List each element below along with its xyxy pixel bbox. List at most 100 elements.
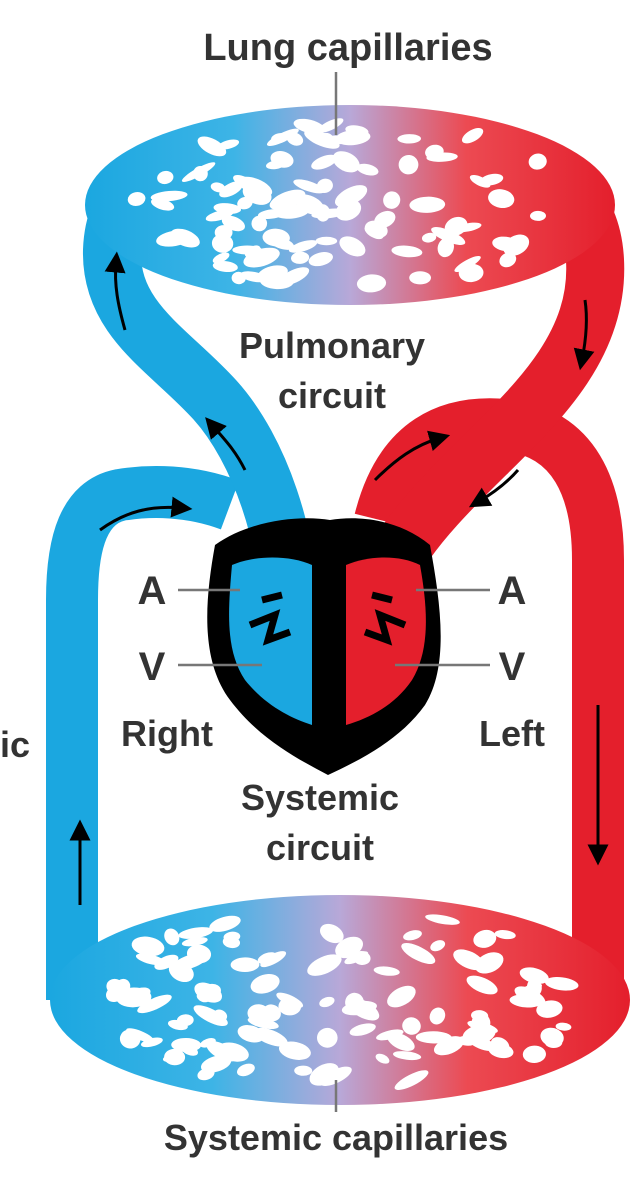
systemic-capillaries-label: Systemic capillaries bbox=[164, 1117, 508, 1158]
capillary-gap bbox=[127, 192, 146, 206]
right-valve bbox=[248, 591, 292, 646]
capillary-gap bbox=[391, 245, 423, 258]
capillary-gap bbox=[186, 944, 212, 964]
capillary-gap bbox=[415, 1031, 452, 1044]
capillary-gap bbox=[402, 1017, 421, 1035]
capillary-gap bbox=[528, 153, 547, 170]
capillary-gap bbox=[315, 236, 338, 246]
capillary-gap bbox=[334, 185, 368, 207]
septum bbox=[312, 520, 346, 760]
systemic-circuit-label-line2: circuit bbox=[266, 827, 374, 868]
capillary-gap bbox=[170, 963, 186, 975]
right-atrium-label: A bbox=[138, 569, 167, 613]
capillary-gap bbox=[288, 240, 318, 253]
capillary-gap bbox=[286, 132, 304, 146]
capillary-gap bbox=[394, 1070, 429, 1090]
pulmonary-circuit-label-line2: circuit bbox=[278, 375, 386, 416]
capillary-gap bbox=[293, 118, 326, 134]
capillary-gap bbox=[137, 994, 172, 1014]
capillary-gap bbox=[157, 170, 174, 185]
capillary-gap bbox=[374, 210, 396, 228]
capillary-gap bbox=[454, 255, 481, 273]
capillary-gap bbox=[262, 228, 290, 247]
capillary-gap bbox=[349, 1023, 376, 1036]
capillary-gap bbox=[522, 1045, 546, 1064]
capillary-gap bbox=[383, 191, 401, 209]
capillary-gap bbox=[387, 1032, 415, 1052]
capillary-gap bbox=[392, 1051, 422, 1061]
capillary-gap bbox=[519, 983, 542, 994]
capillary-gap bbox=[403, 930, 422, 941]
capillary-gap bbox=[260, 951, 287, 968]
capillary-gap bbox=[462, 1024, 496, 1045]
capillary-gap bbox=[335, 936, 364, 959]
capillary-gap bbox=[200, 1055, 232, 1073]
capillary-gap bbox=[473, 929, 497, 948]
leader-lines bbox=[178, 72, 490, 1112]
capillary-gap bbox=[135, 953, 166, 966]
capillary-gap bbox=[251, 215, 268, 232]
capillary-gap bbox=[488, 189, 515, 209]
pulmonary-circuit-label-line1: Pulmonary bbox=[239, 325, 425, 366]
capillary-gap bbox=[398, 154, 419, 175]
capillary-gap bbox=[167, 1019, 188, 1031]
capillary-gap bbox=[260, 273, 294, 290]
systemic-vein-vessel bbox=[46, 466, 240, 1000]
capillary-gap bbox=[356, 163, 379, 176]
capillary-gap bbox=[356, 274, 387, 293]
capillary-gap bbox=[156, 230, 193, 247]
capillary-gap bbox=[319, 923, 344, 944]
capillary-gap bbox=[519, 967, 549, 984]
capillary-gap bbox=[490, 1037, 510, 1053]
capillary-gap bbox=[291, 251, 310, 264]
capillary-gap bbox=[247, 1016, 279, 1030]
left-side-label: Left bbox=[479, 713, 545, 754]
capillary-gap bbox=[387, 985, 416, 1008]
capillary-gap bbox=[219, 181, 244, 198]
capillary-gap bbox=[555, 1022, 572, 1031]
capillary-gap bbox=[304, 129, 340, 149]
arrow-systemic-return bbox=[99, 496, 193, 532]
capillary-gap bbox=[205, 209, 234, 222]
capillary-gap bbox=[315, 204, 331, 222]
capillary-gap bbox=[461, 128, 484, 144]
capillary-gap bbox=[317, 1027, 338, 1048]
capillary-gap bbox=[353, 951, 371, 965]
arrow-systemic-out bbox=[373, 430, 451, 482]
capillary-gap bbox=[418, 199, 435, 208]
capillary-gap bbox=[181, 162, 216, 182]
capillary-gap bbox=[409, 271, 431, 285]
capillary-gap bbox=[211, 233, 234, 253]
capillary-gap bbox=[262, 1004, 281, 1022]
capillary-gap bbox=[308, 252, 333, 267]
capillary-gap bbox=[319, 996, 335, 1008]
left-valve bbox=[363, 591, 407, 646]
capillary-gap bbox=[194, 982, 223, 1003]
systemic-circuit-label-line1: Systemic bbox=[241, 777, 399, 818]
capillary-gap bbox=[151, 198, 175, 211]
capillary-gap bbox=[116, 987, 152, 1008]
capillary-gap bbox=[171, 1037, 202, 1053]
capillary-gap bbox=[250, 973, 280, 994]
capillary-gap bbox=[421, 232, 437, 243]
capillary-gap bbox=[131, 936, 165, 957]
capillary-gap bbox=[431, 227, 466, 245]
capillary-gap bbox=[212, 260, 238, 273]
lung-capillaries-label: Lung capillaries bbox=[203, 27, 492, 69]
capillary-gap bbox=[178, 927, 214, 939]
capillary-gap bbox=[332, 151, 360, 173]
arrow-pulmonary-return bbox=[468, 469, 520, 508]
capillary-gap bbox=[425, 914, 460, 925]
capillary-gap bbox=[480, 173, 504, 186]
capillary-gap bbox=[335, 199, 362, 221]
capillary-gap bbox=[339, 236, 366, 257]
capillary-gap bbox=[499, 252, 517, 268]
capillary-gap bbox=[346, 997, 380, 1021]
capillary-gap bbox=[217, 139, 240, 150]
capillary-gap bbox=[494, 930, 516, 940]
capillary-gap bbox=[162, 1053, 184, 1063]
capillary-gap bbox=[278, 1041, 311, 1060]
capillary-gap bbox=[375, 1053, 390, 1064]
capillary-gap bbox=[430, 940, 446, 952]
